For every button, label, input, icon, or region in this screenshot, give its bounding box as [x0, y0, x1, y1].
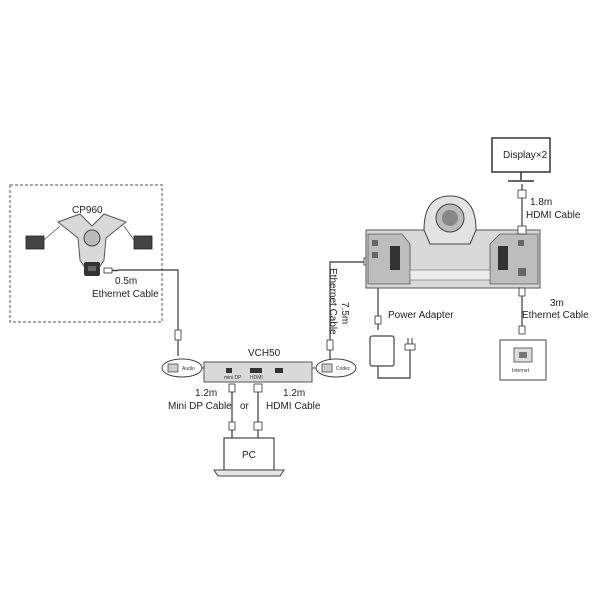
ethernet-plug-audio-end — [174, 329, 182, 356]
audio-port-label: Audio — [182, 366, 195, 372]
pc-laptop — [213, 437, 285, 477]
ethernet-cable-label-3: Ethernet Cable — [522, 310, 589, 321]
svg-text:mini DP: mini DP — [224, 375, 242, 381]
mini-dp-length-label: 1.2m — [195, 388, 217, 399]
ethernet-cable-label-1: Ethernet Cable — [92, 289, 159, 300]
cable-1-8m-label: 1.8m — [530, 197, 552, 208]
vch50-label: VCH50 — [248, 348, 281, 359]
expansion-mic-right — [123, 225, 153, 250]
power-adapter — [369, 288, 416, 379]
hdmi-cable-pc — [253, 383, 263, 438]
mini-dp-cable-label: Mini DP Cable — [168, 401, 232, 412]
cable-3m-label: 3m — [550, 298, 564, 309]
cp960-label: CP960 — [72, 205, 103, 216]
cable-7-5m-label: 7.5m — [339, 302, 350, 324]
audio-port: Audio — [161, 358, 203, 378]
expansion-mic-left — [25, 225, 61, 250]
hdmi-length-label: 1.2m — [283, 388, 305, 399]
vch50-hub: mini DP HDMI — [203, 361, 313, 383]
camera-codec-unit — [365, 195, 541, 289]
cp960-phone — [56, 213, 128, 276]
cp960-group-frame — [9, 184, 163, 323]
codec-port-label: Codec — [336, 366, 351, 372]
ethernet-cable-label-2: Ethernet Cable — [327, 268, 338, 335]
internet-label: Internet — [512, 368, 530, 374]
ethernet-cable-cp960 — [118, 269, 179, 330]
internet-wall-jack — [499, 339, 547, 381]
or-label: or — [240, 401, 250, 412]
ethernet-cable-internet — [518, 287, 526, 335]
cable-0-5m-label: 0.5m — [115, 276, 137, 287]
codec-port: Codec — [315, 358, 357, 378]
hdmi-cable-pc-label: HDMI Cable — [266, 401, 321, 412]
ethernet-plug-cp960 — [103, 267, 118, 274]
mini-dp-cable — [228, 383, 236, 438]
pc-label: PC — [242, 450, 256, 461]
svg-text:HDMI: HDMI — [250, 375, 263, 381]
display-monitor — [491, 137, 551, 182]
hdmi-cable-display — [517, 184, 527, 235]
display-label: Display×2 — [503, 150, 548, 161]
power-adapter-label: Power Adapter — [388, 310, 454, 321]
hdmi-cable-display-label: HDMI Cable — [526, 210, 581, 221]
